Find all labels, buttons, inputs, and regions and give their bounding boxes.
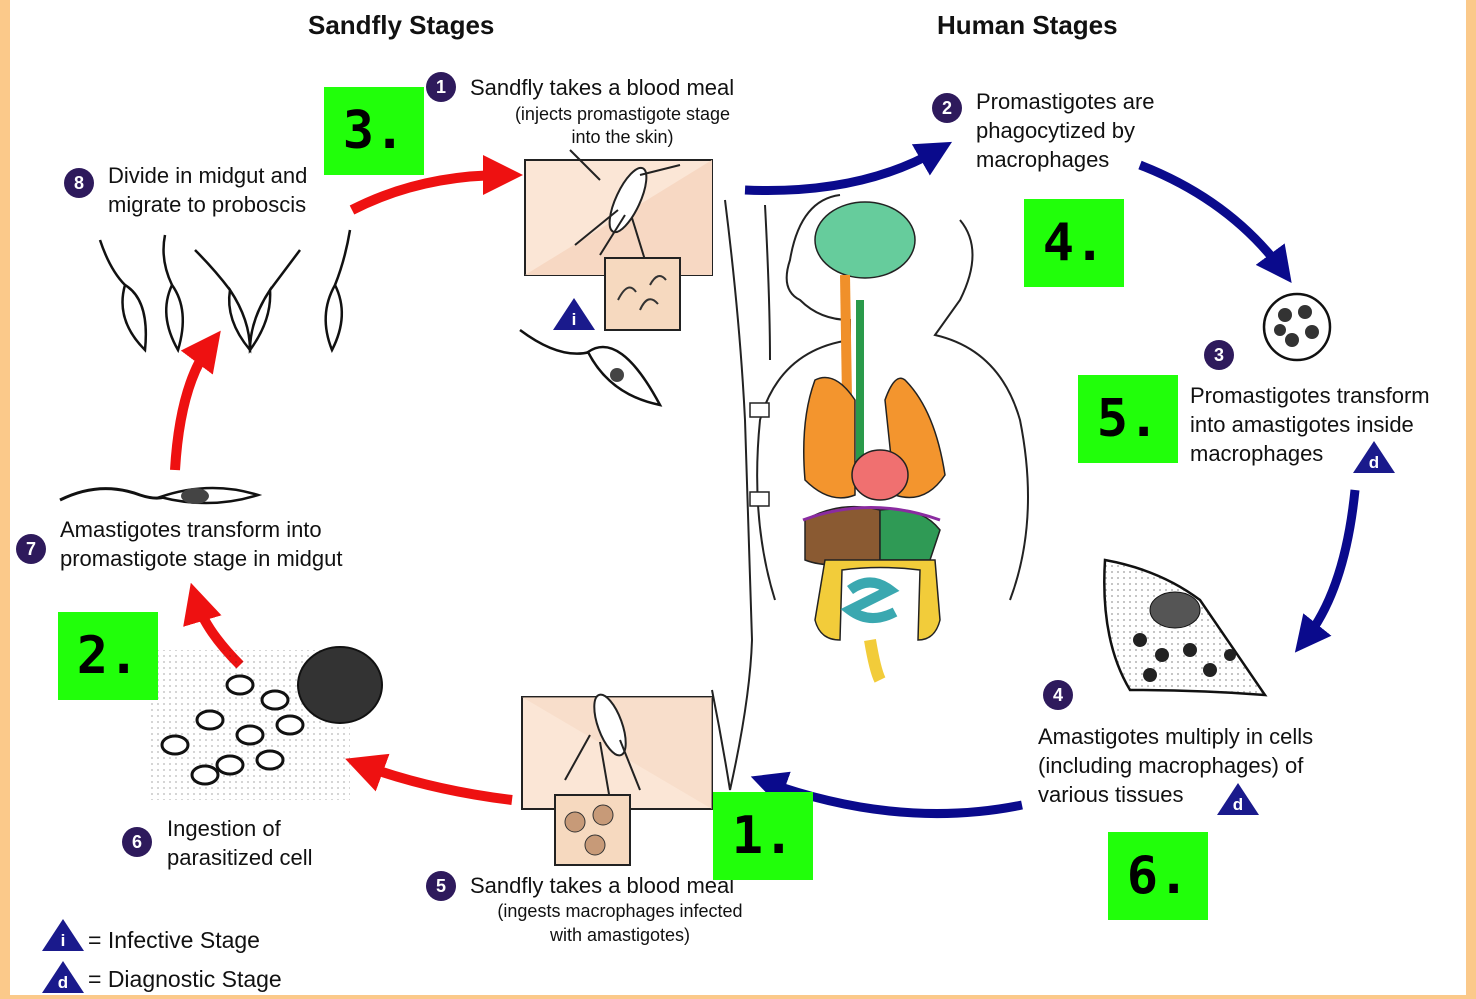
diagnostic-stage-marker-letter: d [1369, 453, 1379, 472]
step-8-badge: 8 [64, 168, 94, 198]
infective-stage-marker: i [552, 297, 596, 336]
arrow-1-to-2 [745, 150, 938, 191]
step-1-subtext-1: (injects promastigote stage [470, 103, 775, 126]
step-4-line-1: Amastigotes multiply in cells [1038, 722, 1313, 751]
arrow-7-to-8 [175, 345, 210, 470]
dividing-promastigotes-illustration [100, 230, 350, 350]
parasitized-cells-illustration [150, 647, 382, 800]
step-5-subtext-1: (ingests macrophages infected [470, 900, 770, 923]
sandfly-feeding-illustration [522, 691, 712, 865]
step-7-badge: 7 [16, 534, 46, 564]
diagnostic-stage-marker-step-4: d [1216, 782, 1260, 821]
answer-box-2: 2. [58, 612, 158, 700]
step-7-line-2: promastigote stage in midgut [60, 544, 343, 573]
step-3-line-2: into amastigotes inside [1190, 410, 1414, 439]
legend-diagnostic-icon: d [41, 960, 85, 999]
answer-box-3: 3. [324, 87, 424, 175]
arrow-5-to-6 [362, 765, 512, 800]
step-5-badge: 5 [426, 871, 456, 901]
diagnostic-stage-marker-letter: d [1233, 795, 1243, 814]
step-4-line-2: (including macrophages) of [1038, 751, 1303, 780]
midgut-promastigote-illustration [60, 488, 258, 504]
diagnostic-stage-marker-step-3: d [1352, 440, 1396, 479]
legend-diagnostic-label: = Diagnostic Stage [88, 966, 282, 993]
answer-box-5: 5. [1078, 375, 1178, 463]
step-4-badge: 4 [1043, 680, 1073, 710]
step-5-subtext-2: with amastigotes) [470, 924, 770, 947]
step-7-line-1: Amastigotes transform into [60, 515, 322, 544]
step-1-text: Sandfly takes a blood meal [470, 73, 734, 102]
step-3-line-1: Promastigotes transform [1190, 381, 1430, 410]
step-3-badge: 3 [1204, 340, 1234, 370]
legend-infective-label: = Infective Stage [88, 927, 260, 954]
step-6-line-1: Ingestion of [167, 814, 281, 843]
arrow-2-to-3 [1140, 165, 1282, 270]
answer-box-6: 6. [1108, 832, 1208, 920]
human-stages-header: Human Stages [937, 10, 1118, 41]
step-8-line-2: migrate to proboscis [108, 190, 306, 219]
tissue-cell-illustration [1104, 560, 1265, 695]
step-1-badge: 1 [426, 72, 456, 102]
step-2-line-2: phagocytized by [976, 116, 1135, 145]
infective-stage-marker-letter: i [572, 310, 577, 329]
step-6-badge: 6 [122, 827, 152, 857]
step-6-line-2: parasitized cell [167, 843, 313, 872]
legend-diagnostic-letter: d [58, 973, 68, 992]
step-3-line-3: macrophages [1190, 439, 1323, 468]
promastigote-illustration [520, 330, 660, 405]
step-5-text: Sandfly takes a blood meal [470, 871, 734, 900]
step-2-line-3: macrophages [976, 145, 1109, 174]
legend-infective-icon: i [41, 918, 85, 957]
answer-box-1: 1. [713, 792, 813, 880]
arrow-8-to-1 [352, 175, 505, 210]
sandfly-stages-header: Sandfly Stages [308, 10, 494, 41]
step-8-line-1: Divide in midgut and [108, 161, 307, 190]
step-2-badge: 2 [932, 93, 962, 123]
arrow-3-to-4 [1305, 490, 1355, 640]
step-1-subtext-2: into the skin) [470, 126, 775, 149]
step-2-line-1: Promastigotes are [976, 87, 1155, 116]
human-body-illustration [712, 195, 1028, 790]
infected-macrophage-illustration [1264, 294, 1330, 360]
step-4-line-3: various tissues [1038, 780, 1184, 809]
legend-infective-letter: i [61, 931, 66, 950]
answer-box-4: 4. [1024, 199, 1124, 287]
